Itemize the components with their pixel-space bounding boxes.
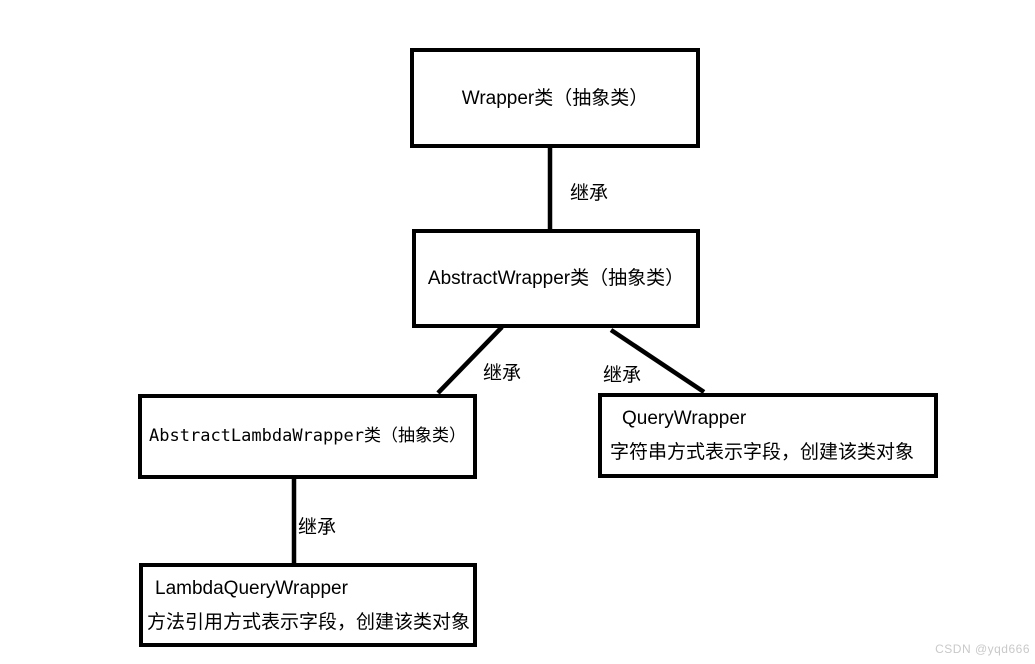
node-title: AbstractWrapper类（抽象类） [427, 268, 685, 289]
edge-label-inherit-top: 继承 [570, 183, 609, 204]
node-querywrapper-class: QueryWrapper 字符串方式表示字段，创建该类对象 [598, 393, 938, 478]
watermark: CSDN @yqd666 [935, 642, 1030, 656]
node-title: Wrapper类（抽象类） [461, 87, 649, 109]
node-title: QueryWrapper [622, 408, 747, 429]
edge-abstractwrapper-to-abstractlambdawrapper [436, 325, 504, 395]
node-abstractwrapper-class: AbstractWrapper类（抽象类） [412, 229, 700, 328]
node-description: 字符串方式表示字段，创建该类对象 [610, 442, 915, 463]
node-wrapper-class: Wrapper类（抽象类） [410, 48, 700, 148]
edge-label-inherit-right: 继承 [603, 365, 642, 386]
edge-label-inherit-bottom: 继承 [298, 517, 337, 538]
node-lambdaquerywrapper-class: LambdaQueryWrapper 方法引用方式表示字段，创建该类对象 [139, 563, 477, 647]
node-title: AbstractLambdaWrapper类（抽象类） [149, 426, 466, 446]
edge-abstractwrapper-to-querywrapper [609, 328, 706, 394]
node-title: LambdaQueryWrapper [155, 577, 348, 599]
node-description: 方法引用方式表示字段，创建该类对象 [147, 611, 471, 633]
node-abstractlambdawrapper-class: AbstractLambdaWrapper类（抽象类） [138, 394, 477, 479]
edge-label-inherit-left: 继承 [483, 363, 522, 384]
